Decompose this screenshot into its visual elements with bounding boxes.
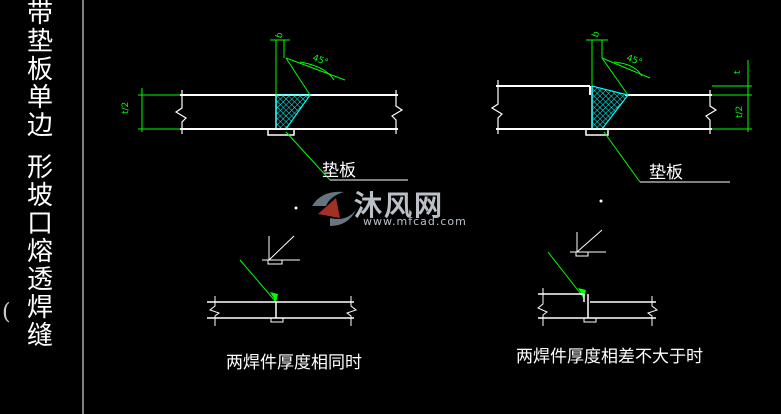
right-weld-symbol	[537, 229, 659, 326]
title-char: 透	[26, 265, 53, 295]
title-char: 缝	[26, 321, 53, 351]
left-pad-label: 垫板	[322, 161, 356, 181]
title-char: 口	[26, 209, 53, 239]
title-char: 单	[26, 83, 53, 113]
left-dim-angle: 45°	[311, 53, 329, 68]
right-weld-section	[490, 80, 718, 136]
left-caption: 两焊件厚度相同时	[226, 353, 362, 373]
right-dimensions	[586, 39, 752, 183]
right-pad-label: 垫板	[649, 163, 683, 183]
left-dimensions	[138, 39, 346, 181]
watermark-brand: 沐风网	[354, 189, 445, 222]
title-char: 焊	[26, 293, 53, 323]
title-char: 边	[26, 111, 53, 141]
title-char: 熔	[26, 237, 53, 267]
marker-dot	[599, 199, 603, 203]
left-weld-section	[174, 90, 404, 136]
marker-dot	[294, 206, 298, 210]
left-dim-top: b	[274, 31, 285, 40]
title-char: 垫	[26, 27, 53, 57]
title-char: 形	[26, 153, 53, 183]
left-note: (	[2, 300, 11, 325]
right-dim-side-bottom: t/2	[735, 106, 745, 118]
left-weld-symbol	[207, 235, 358, 326]
right-dim-angle: 45°	[625, 53, 643, 68]
left-dim-side: t/2	[121, 102, 131, 114]
title-char: 板	[26, 55, 53, 85]
watermark-logo-icon	[312, 191, 356, 226]
title-char: 带	[26, 0, 53, 29]
right-dim-top: b	[591, 30, 602, 39]
right-caption: 两焊件厚度相差不大于时	[516, 347, 703, 367]
vertical-title: 带垫板单边 形坡口熔透焊缝	[26, 0, 54, 350]
right-dim-side-top: t	[733, 70, 743, 74]
watermark-url: www.mfcad.com	[363, 215, 467, 228]
title-char: 坡	[26, 181, 53, 211]
